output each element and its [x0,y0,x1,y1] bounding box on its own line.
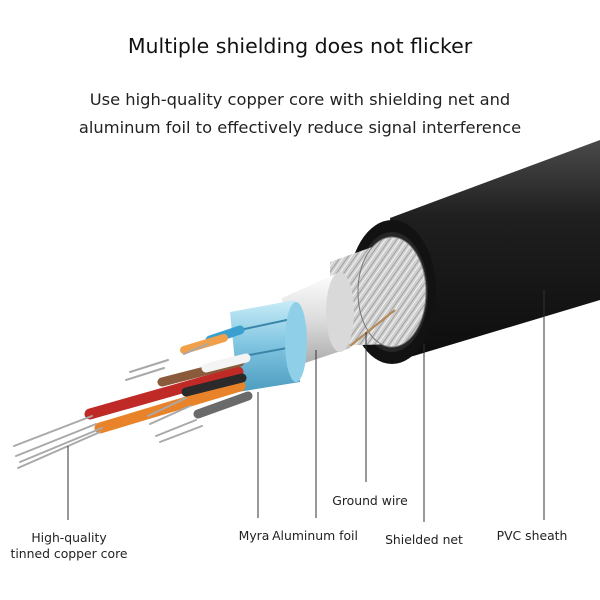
label-copper-core: High-quality tinned copper core [10,530,128,562]
page-subtitle: Use high-quality copper core with shield… [0,86,600,142]
label-myra: Myra [238,528,270,543]
label-copper-core-line-1: High-quality [31,530,107,545]
ground-wire-shape [349,309,396,347]
wire-red [84,366,244,420]
wire-grey [193,391,253,419]
inner-wires [84,325,253,434]
copper-cores [13,343,209,469]
wire-orange [94,380,246,434]
label-pvc-sheath: PVC sheath [496,528,568,543]
label-shielded-net: Shielded net [385,532,463,547]
page-title: Multiple shielding does not flicker [127,34,473,58]
wire-black [181,373,247,397]
label-ground-wire: Ground wire [332,493,408,508]
myra-shape [230,300,307,392]
wire-white [201,353,251,373]
wire-orange-2 [180,334,228,354]
subtitle-line-1: Use high-quality copper core with shield… [89,90,511,109]
callout-lines [67,290,545,522]
label-aluminum-foil: Aluminum foil [272,528,358,543]
subtitle-line-2: aluminum foil to effectively reduce sign… [78,118,522,137]
label-copper-core-line-2: tinned copper core [10,546,128,561]
